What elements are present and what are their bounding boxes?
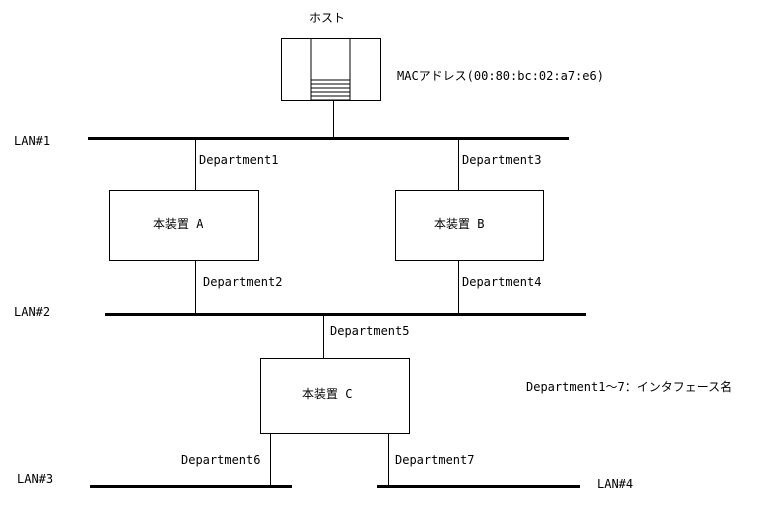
interface-d3-label: Department3 [462,153,542,167]
host-computer-icon [281,38,381,101]
device-b-box [395,190,544,261]
lan1-label: LAN#1 [14,134,51,148]
link-d6 [270,434,271,486]
interface-d7-label: Department7 [395,453,475,467]
device-a-label: 本装置 A [153,217,204,231]
host-link [333,101,334,138]
link-d5 [323,315,324,359]
device-c-label: 本装置 C [302,387,353,401]
lan2-label: LAN#2 [14,305,51,319]
device-c-box [260,358,410,434]
device-b-label: 本装置 B [434,217,485,231]
link-d3 [458,139,459,191]
host-title: ホスト [309,11,346,25]
interface-d1-label: Department1 [199,153,279,167]
device-a-box [109,190,259,261]
lan3-line [90,485,292,488]
lan3-label: LAN#3 [17,472,54,486]
host-mac-address: MACアドレス(00:80:bc:02:a7:e6) [397,69,604,83]
lan2-line [105,313,586,316]
link-d7 [388,434,389,486]
interface-d6-label: Department6 [181,453,261,467]
interface-d2-label: Department2 [203,275,283,289]
lan4-label: LAN#4 [597,477,634,491]
lan4-line [377,485,580,488]
interface-d5-label: Department5 [330,324,410,338]
interface-name-note: Department1～7：インタフェース名 [526,380,733,394]
lan1-line [88,137,569,140]
link-d1 [195,139,196,191]
link-d2 [195,261,196,314]
link-d4 [458,261,459,314]
interface-d4-label: Department4 [462,275,542,289]
